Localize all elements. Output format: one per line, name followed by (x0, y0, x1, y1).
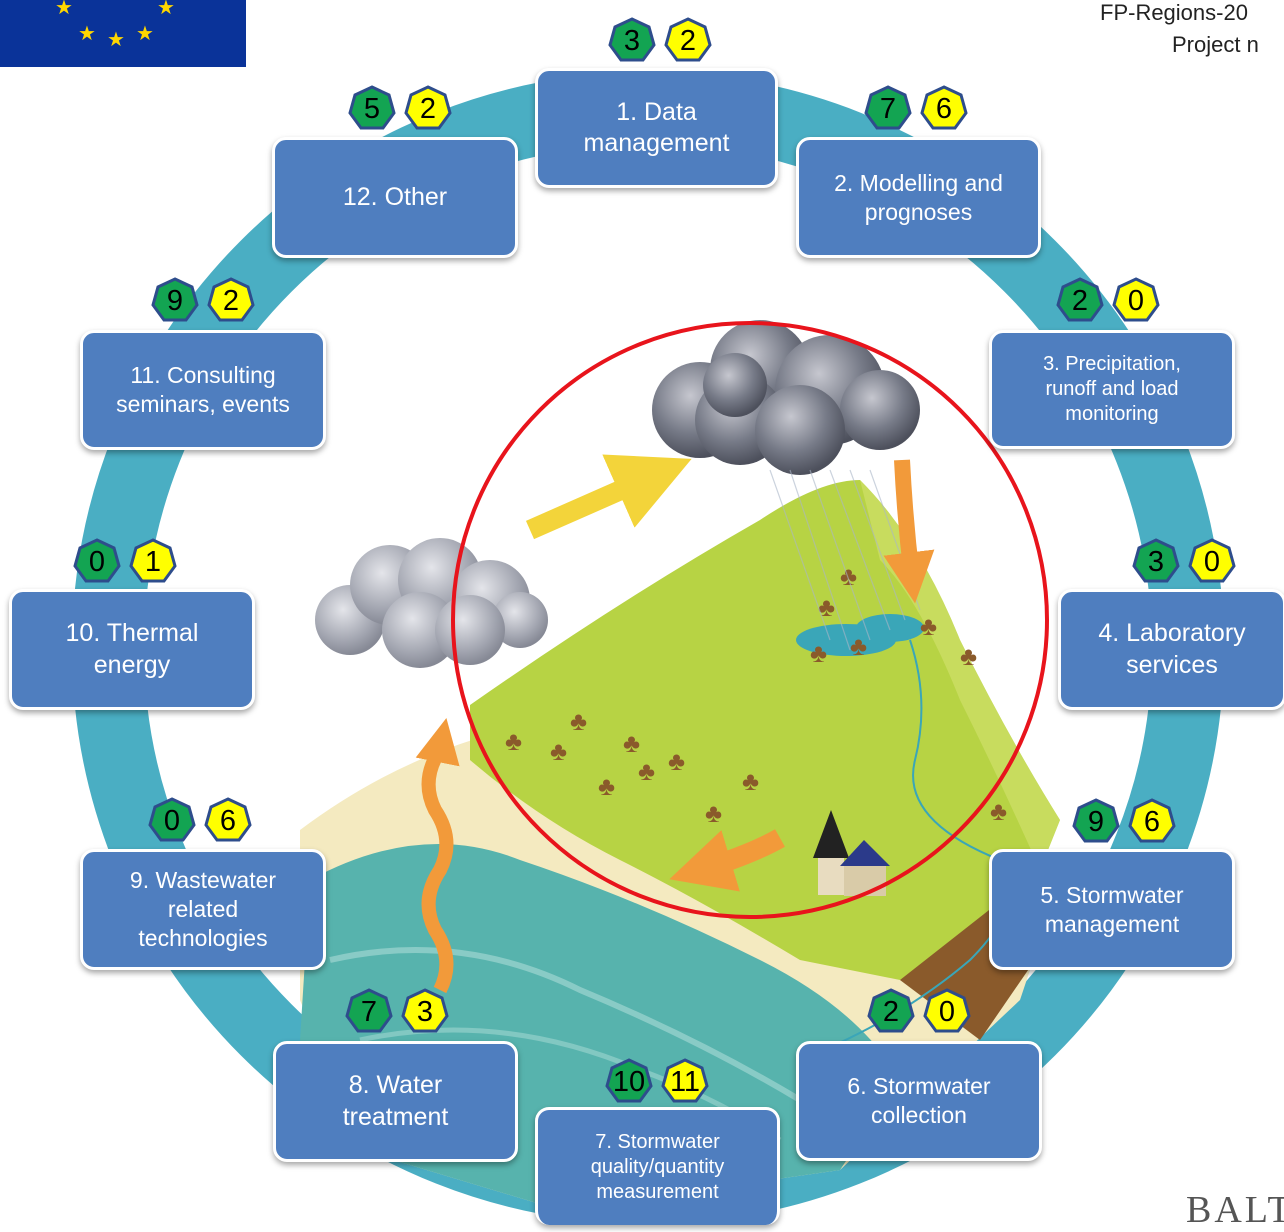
evaporation-arrow-icon (525, 454, 692, 540)
node-stormwater-collection[interactable]: 6. Stormwater collection (796, 1041, 1042, 1161)
svg-text:♣: ♣ (668, 746, 685, 776)
header-programme: FP-Regions-20 (1100, 0, 1248, 25)
node-precipitation-monitoring[interactable]: 3. Precipitation, runoff and load monito… (989, 330, 1235, 449)
badge-yellow: 6 (1128, 798, 1176, 846)
node-data-management[interactable]: 1. Data management (535, 68, 778, 188)
svg-text:★: ★ (55, 0, 73, 19)
vapour-arrow-icon (415, 718, 460, 994)
svg-text:★: ★ (78, 23, 96, 45)
node-stormwater-management[interactable]: 5. Stormwater management (989, 849, 1235, 970)
badge-green: 9 (1072, 798, 1120, 846)
baltic-logo: BALTI (1186, 1189, 1284, 1231)
badge-yellow: 2 (404, 85, 452, 133)
svg-text:♣: ♣ (570, 706, 587, 736)
badge-yellow: 2 (664, 17, 712, 65)
svg-text:♣: ♣ (960, 641, 977, 671)
badge-green: 9 (151, 277, 199, 325)
svg-text:★: ★ (157, 0, 175, 19)
rain-arrow-icon (883, 459, 935, 604)
svg-text:♣: ♣ (990, 796, 1007, 826)
church (813, 810, 890, 896)
trees: ♣♣♣ ♣♣♣ ♣♣♣ ♣♣♣ ♣♣♣ ♣ (505, 561, 1007, 828)
svg-text:♣: ♣ (550, 736, 567, 766)
node-thermal-energy[interactable]: 10. Thermal energy (9, 589, 255, 710)
node-consulting-seminars[interactable]: 11. Consulting seminars, events (80, 330, 326, 450)
badge-green: 0 (148, 797, 196, 845)
svg-text:♣: ♣ (638, 756, 655, 786)
node-wastewater-technologies[interactable]: 9. Wastewater related technologies (80, 849, 326, 970)
svg-text:★: ★ (136, 23, 154, 45)
svg-text:♣: ♣ (818, 592, 835, 622)
dark-cloud (652, 320, 920, 475)
node-stormwater-measurement[interactable]: 7. Stormwater quality/quantity measureme… (535, 1107, 780, 1225)
badge-yellow: 6 (920, 85, 968, 133)
badge-green: 3 (608, 17, 656, 65)
badge-green: 7 (345, 988, 393, 1036)
svg-text:♣: ♣ (840, 561, 857, 591)
runoff-arrow-icon (669, 829, 785, 892)
svg-text:♣: ♣ (598, 771, 615, 801)
badge-yellow: 0 (1188, 538, 1236, 586)
light-cloud (315, 538, 548, 668)
badge-green: 3 (1132, 538, 1180, 586)
badge-yellow: 1 (129, 538, 177, 586)
rain-lines (769, 469, 921, 651)
badge-green: 7 (864, 85, 912, 133)
badge-green: 5 (348, 85, 396, 133)
badge-yellow: 11 (661, 1058, 709, 1106)
svg-text:♣: ♣ (505, 726, 522, 756)
svg-text:♣: ♣ (623, 728, 640, 758)
highlight-circle (451, 321, 1049, 919)
node-laboratory-services[interactable]: 4. Laboratory services (1058, 589, 1284, 710)
eu-flag (0, 0, 246, 67)
svg-text:★: ★ (107, 29, 125, 51)
eu-stars: ★★ ★★★ (55, 0, 175, 51)
badge-yellow: 2 (207, 277, 255, 325)
svg-text:♣: ♣ (810, 638, 827, 668)
badge-yellow: 0 (923, 988, 971, 1036)
header-project: Project n (1172, 32, 1259, 57)
badge-green: 2 (1056, 277, 1104, 325)
svg-text:♣: ♣ (742, 766, 759, 796)
badge-green: 0 (73, 538, 121, 586)
badge-yellow: 3 (401, 988, 449, 1036)
node-water-treatment[interactable]: 8. Water treatment (273, 1041, 518, 1162)
badge-yellow: 6 (204, 797, 252, 845)
badge-green: 10 (605, 1058, 653, 1106)
svg-text:♣: ♣ (850, 631, 867, 661)
badge-green: 2 (867, 988, 915, 1036)
badge-yellow: 0 (1112, 277, 1160, 325)
svg-text:♣: ♣ (705, 798, 722, 828)
node-other[interactable]: 12. Other (272, 137, 518, 258)
svg-text:♣: ♣ (920, 611, 937, 641)
node-modelling-prognoses[interactable]: 2. Modelling and prognoses (796, 137, 1041, 258)
